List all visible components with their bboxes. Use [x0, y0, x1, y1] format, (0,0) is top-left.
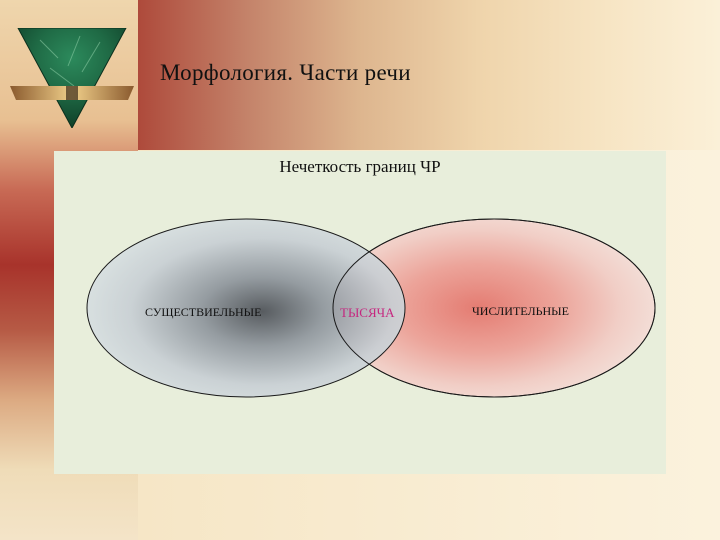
- venn-diagram: [86, 218, 656, 398]
- nouns-circle: [86, 218, 406, 398]
- decorative-top-band: [138, 0, 720, 150]
- slide-title: Морфология. Части речи: [160, 60, 411, 85]
- numerals-label: ЧИСЛИТЕЛЬНЫЕ: [472, 304, 569, 318]
- numerals-circle-outline: [332, 218, 656, 398]
- green-marble-triangle-logo-icon: [10, 28, 134, 128]
- intersection-label: ТЫСЯЧА: [340, 305, 395, 320]
- nouns-label: СУЩЕСТВИЕЛЬНЫЕ: [145, 305, 262, 319]
- content-panel: Нечеткость границ ЧР СУЩЕСТВИЕЛЬНЫЕ ТЫСЯ…: [54, 151, 666, 474]
- diagram-subtitle: Нечеткость границ ЧР: [279, 157, 441, 176]
